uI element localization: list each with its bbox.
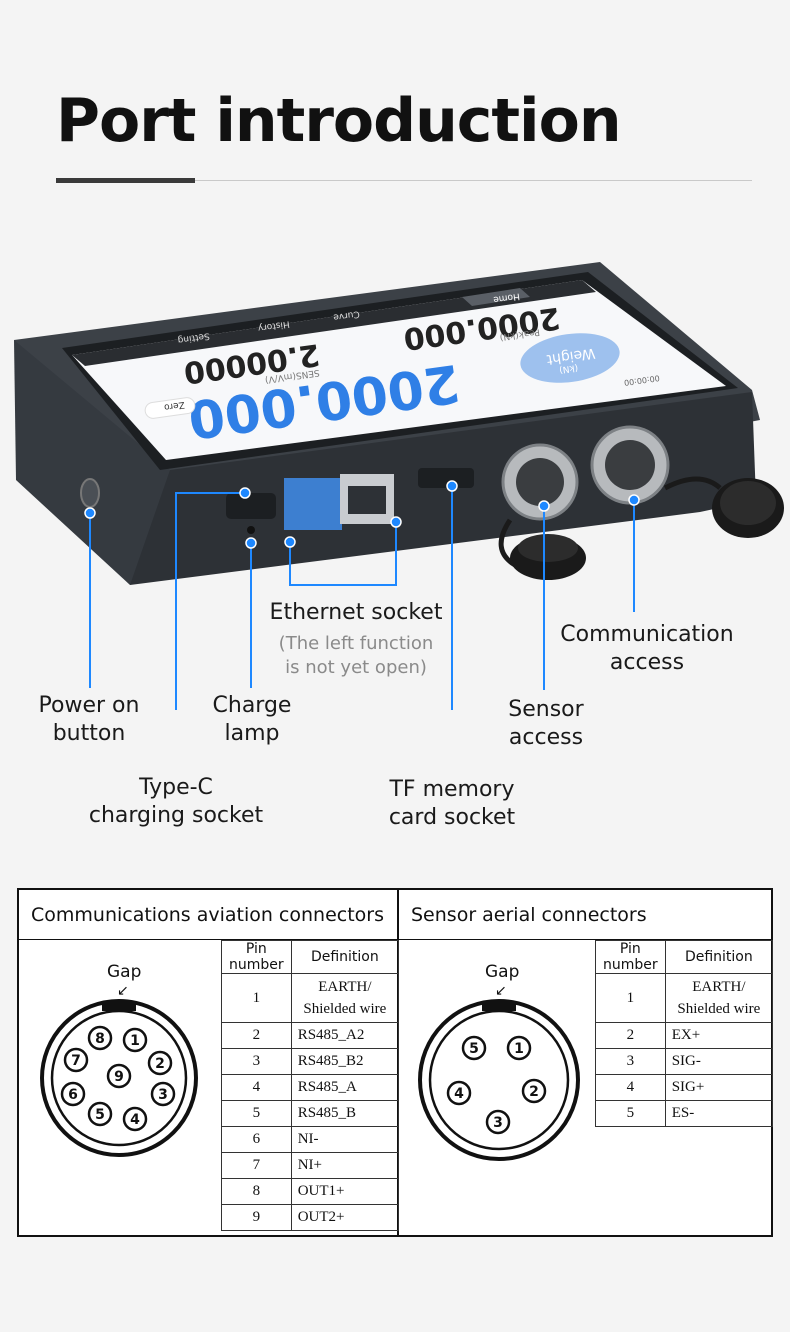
comm-pin-2-label: 2 xyxy=(155,1056,165,1072)
callout-type-c: Type-C charging socket xyxy=(88,775,264,828)
sensor-connector-diagram: 1 2 3 4 5 xyxy=(418,999,580,1161)
sensor-pin-2-label: 2 xyxy=(529,1084,539,1100)
callout-ethernet-note: (The left function is not yet open) xyxy=(278,633,434,678)
pin-number: 3 xyxy=(221,1048,292,1075)
pin-definition: NI+ xyxy=(290,1152,400,1179)
table-row: 1 EARTH/ Shielded wire xyxy=(221,973,400,1023)
pin-number: 5 xyxy=(221,1100,292,1127)
pin-number: 2 xyxy=(221,1022,292,1049)
table-row: 1 EARTH/ Shielded wire xyxy=(595,973,774,1023)
tab-setting: Setting xyxy=(177,330,210,344)
title-divider xyxy=(56,180,752,181)
title-accent-bar xyxy=(56,178,195,183)
sensor-pin-table: Pin number Definition 1 EARTH/ Shielded … xyxy=(595,940,774,1127)
zero-button: Zero xyxy=(163,399,185,412)
tab-curve: Curve xyxy=(332,308,360,322)
sensor-pin-3-label: 3 xyxy=(493,1115,503,1131)
pin-definition: OUT2+ xyxy=(290,1204,400,1231)
callout-communication: Communication access xyxy=(560,622,734,675)
callout-ethernet: Ethernet socket xyxy=(269,600,443,625)
sensor-pin-1-label: 1 xyxy=(514,1041,524,1057)
pin-definition: NI- xyxy=(290,1126,400,1153)
sensor-panel-title: Sensor aerial connectors xyxy=(411,904,647,926)
comm-pin-4-label: 4 xyxy=(130,1112,140,1128)
callout-tf-card: TF memory card socket xyxy=(388,777,516,830)
unit-sub: (kN) xyxy=(558,362,578,375)
pin-number: 6 xyxy=(221,1126,292,1153)
pin-definition: EX+ xyxy=(664,1022,774,1049)
pin-number: 5 xyxy=(595,1100,666,1127)
comm-pin-9-label: 9 xyxy=(114,1069,124,1085)
page-title: Port introduction xyxy=(56,86,622,156)
pin-number: 8 xyxy=(221,1178,292,1205)
comm-pin-3-label: 3 xyxy=(158,1087,168,1103)
pin-definition: EARTH/ Shielded wire xyxy=(290,973,400,1023)
pin-definition: SIG+ xyxy=(664,1074,774,1101)
pin-number: 7 xyxy=(221,1152,292,1179)
comm-gap-label: Gap xyxy=(107,962,142,982)
comm-gap-arrow-icon: ↙ xyxy=(117,982,129,998)
tab-history: History xyxy=(256,318,290,332)
pin-definition: SIG- xyxy=(664,1048,774,1075)
comm-pin-8-label: 8 xyxy=(95,1031,105,1047)
pin-definition: EARTH/ Shielded wire xyxy=(664,973,774,1023)
sensor-gap-arrow-icon: ↙ xyxy=(495,982,507,998)
sensor-col-def: Definition xyxy=(664,940,774,974)
pin-number: 1 xyxy=(595,973,666,1023)
pin-number: 4 xyxy=(595,1074,666,1101)
comm-pin-5-label: 5 xyxy=(95,1107,105,1123)
tab-home: Home xyxy=(492,291,520,305)
sensor-panel: Sensor aerial connectors Gap ↙ 1 2 3 4 5 xyxy=(399,890,774,1235)
comm-pin-7-label: 7 xyxy=(71,1053,81,1069)
pin-definition: OUT1+ xyxy=(290,1178,400,1205)
comm-panel: Communications aviation connectors Gap ↙… xyxy=(19,890,400,1235)
comm-col-pin: Pin number xyxy=(221,940,292,974)
pin-number: 3 xyxy=(595,1048,666,1075)
comm-pin-1-label: 1 xyxy=(130,1033,140,1049)
unit-bubble: Weight xyxy=(545,345,596,368)
callout-sensor: Sensor access xyxy=(508,697,584,750)
callout-charge-lamp: Charge lamp xyxy=(212,693,292,746)
comm-pin-6-label: 6 xyxy=(68,1087,78,1103)
pin-number: 9 xyxy=(221,1204,292,1231)
pin-definition: RS485_B2 xyxy=(290,1048,400,1075)
connector-tables: Communications aviation connectors Gap ↙… xyxy=(17,888,774,1237)
sensor-pin-4-label: 4 xyxy=(454,1086,464,1102)
sensor-col-pin: Pin number xyxy=(595,940,666,974)
pin-number: 1 xyxy=(221,973,292,1023)
pin-definition: RS485_B xyxy=(290,1100,400,1127)
comm-panel-title: Communications aviation connectors xyxy=(31,904,385,926)
comm-connector-diagram: 1 2 3 4 5 6 7 8 9 xyxy=(40,999,198,1157)
sensor-gap-label: Gap xyxy=(485,962,520,982)
pin-definition: RS485_A2 xyxy=(290,1022,400,1049)
comm-col-def: Definition xyxy=(290,940,400,974)
pin-definition: RS485_A xyxy=(290,1074,400,1101)
comm-pin-table: Pin number Definition 1 EARTH/ Shielded … xyxy=(221,940,400,1231)
pin-number: 2 xyxy=(595,1022,666,1049)
callout-power-button: Power on button xyxy=(38,693,140,746)
pin-definition: ES- xyxy=(664,1100,774,1127)
sensor-pin-5-label: 5 xyxy=(469,1041,479,1057)
device-illustration: Home Curve History Setting 2000.000 Peak… xyxy=(14,262,784,710)
pin-number: 4 xyxy=(221,1074,292,1101)
